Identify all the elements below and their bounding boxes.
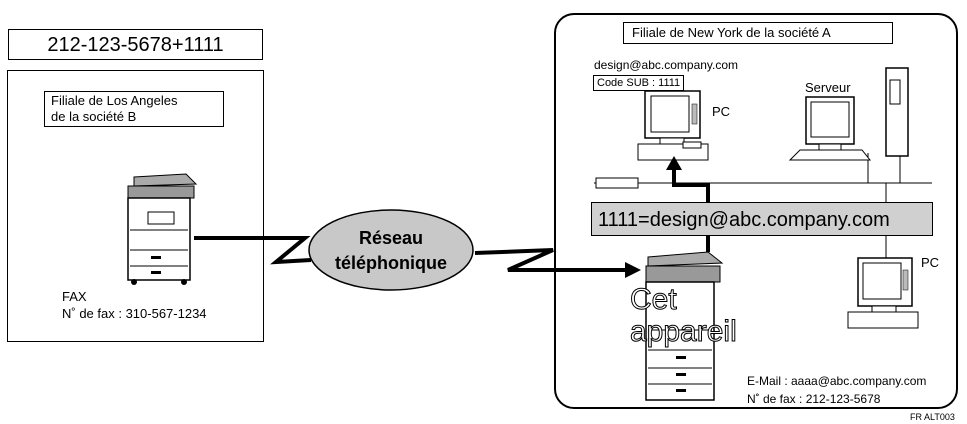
- server-icon: [788, 67, 909, 161]
- sender-branch-label: Filiale de Los Angeles de la société B: [44, 91, 224, 127]
- sender-line: [194, 236, 312, 265]
- receiver-email: E-Mail : aaaa@abc.company.com: [747, 374, 927, 388]
- pc2-label: PC: [921, 255, 940, 270]
- network-label: Réseau téléphonique: [335, 228, 447, 273]
- server-label: Serveur: [805, 80, 851, 95]
- sender-fax-number: N˚ de fax : 310-567-1234: [62, 306, 207, 321]
- pc1-icon: [637, 90, 709, 161]
- pc-email-label: design@abc.company.com: [594, 58, 739, 72]
- figure-code: FR ALT003: [910, 412, 955, 422]
- sender-device-type: FAX: [62, 289, 87, 304]
- pc2-icon: [847, 257, 919, 329]
- receiver-branch-panel: [554, 13, 958, 409]
- sub-mapping-box: 1111=design@abc.company.com: [591, 202, 933, 236]
- phone-network-ellipse: [308, 209, 474, 291]
- pc1-label: PC: [712, 104, 731, 119]
- dial-string-box: 212-123-5678+1111: [8, 29, 263, 60]
- this-device-label: Cet appareil: [630, 283, 738, 348]
- lan-device-icon: [595, 177, 648, 189]
- receiver-line: [474, 248, 625, 272]
- receiver-fax-number: N˚ de fax : 212-123-5678: [747, 392, 881, 406]
- sender-branch-panel: [7, 70, 264, 342]
- forward-line: [672, 168, 710, 202]
- sub-code-label: Code SUB : 1111: [593, 75, 685, 91]
- sender-fax-machine-icon: [127, 173, 198, 285]
- receiver-machine-icon: [645, 251, 724, 401]
- receiver-branch-label: Filiale de New York de la société A: [623, 22, 893, 44]
